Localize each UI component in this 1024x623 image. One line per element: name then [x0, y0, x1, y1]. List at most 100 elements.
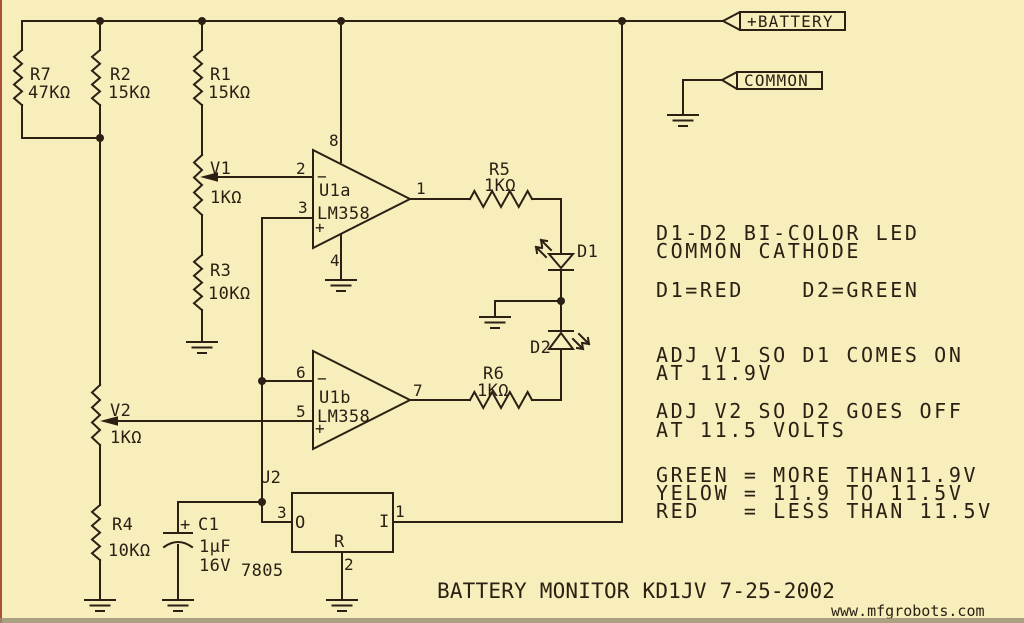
note-adj2-line2: AT 11.5 VOLTS	[656, 418, 846, 442]
scan-edge-bottom	[0, 618, 1024, 623]
note-led-type-1: D1-D2 BI-COLOR LED	[656, 221, 920, 245]
v1-value: 1KΩ	[210, 188, 242, 208]
u1b-labels: U1b LM358 − + 6 5 7	[296, 363, 423, 438]
r3-ref: R3	[210, 261, 231, 281]
u1b-noninv: +	[315, 419, 325, 438]
wires	[21, 20, 724, 601]
schematic-title: BATTERY MONITOR KD1JV 7-25-2002	[437, 579, 835, 603]
u1b-pin5: 5	[296, 402, 306, 421]
ground-common	[667, 114, 699, 127]
u1b-pin6: 6	[296, 363, 306, 382]
r6-ref: R6	[483, 364, 504, 384]
battery-tag-label: +BATTERY	[747, 12, 834, 31]
r4-value: 10KΩ	[108, 541, 151, 561]
u1a-ref: U1a	[319, 181, 351, 201]
battery-tag: +BATTERY	[720, 11, 846, 31]
common-tag-label: COMMON	[744, 71, 809, 90]
v1-ref: V1	[210, 159, 231, 179]
led-d1-arrows	[534, 238, 553, 259]
u2-part: 7805	[241, 561, 284, 581]
scan-edge-left	[0, 0, 2, 623]
v2-ref: V2	[110, 401, 131, 421]
wire-r5-d1	[531, 198, 562, 255]
v2-value: 1KΩ	[110, 428, 142, 448]
resistor-r4-symbol	[90, 503, 102, 562]
u1a-pin1: 1	[416, 179, 426, 198]
note-adj2-line1: ADJ V2 SO D2 GOES OFF	[656, 399, 963, 423]
regulator-u2-symbol	[291, 492, 394, 553]
c1-ref: C1	[198, 515, 219, 535]
common-tag: COMMON	[719, 71, 823, 90]
ground-r3	[186, 341, 218, 354]
note-led-type-2: COMMON CATHODE	[656, 239, 861, 263]
r1-ref: R1	[210, 65, 231, 85]
u2-ref: U2	[260, 468, 281, 488]
u1b-ref: U1b	[319, 388, 351, 408]
wire-r7-bottom	[21, 104, 101, 139]
u1a-pin4: 4	[330, 251, 340, 270]
u2-pin1: 1	[395, 502, 405, 521]
c1-polarity: +	[180, 515, 191, 535]
u2-labels: U2 7805 O I R 3 1 2	[241, 468, 405, 581]
r7-value: 47KΩ	[28, 83, 71, 103]
u1a-pin8: 8	[329, 131, 339, 150]
led-d2-arrows	[571, 332, 591, 351]
u2-pin2: 2	[344, 555, 354, 574]
note-legend-yellow: YELOW = 11.9 TO 11.5V	[656, 481, 963, 505]
u1a-pin2: 2	[296, 159, 306, 178]
resistor-r7-symbol	[12, 48, 24, 107]
resistor-r6-symbol	[468, 389, 534, 411]
u1a-pin3: 3	[298, 198, 308, 217]
led-d2-symbol	[547, 330, 591, 351]
r2-ref: R2	[110, 65, 131, 85]
junction-dots	[96, 17, 626, 506]
common-tag-outline	[719, 71, 823, 90]
ground-c1	[162, 599, 194, 612]
u1a-part: LM358	[317, 204, 370, 224]
watermark: www.mfgrobots.com	[831, 602, 985, 620]
note-legend-green: GREEN = MORE THAN11.9V	[656, 463, 978, 487]
ground-led-cathode	[479, 316, 511, 329]
opamp-u1a-symbol	[312, 148, 413, 250]
led-d1-symbol	[534, 238, 576, 271]
ground-u2	[326, 599, 358, 612]
capacitor-c1-symbol	[162, 532, 194, 549]
ground-u1a-pin4	[325, 279, 357, 292]
u1a-inv: −	[317, 167, 327, 186]
r4-ref: R4	[112, 515, 133, 535]
wire-d2-r6	[531, 348, 562, 401]
c1-value: 1µF	[199, 537, 231, 557]
r1-value: 15KΩ	[208, 83, 251, 103]
r7-ref: R7	[30, 65, 51, 85]
r6-value: 1KΩ	[477, 381, 509, 401]
u2-port-out: O	[295, 513, 306, 533]
r5-ref: R5	[489, 160, 510, 180]
ground-r4	[84, 599, 116, 612]
note-adj1-line2: AT 11.9V	[656, 361, 773, 385]
c1-rating: 16V	[199, 556, 231, 576]
u2-port-ref: R	[334, 532, 345, 552]
note-led-colors: D1=RED D2=GREEN	[656, 278, 920, 302]
resistor-r3-symbol	[192, 253, 204, 312]
r5-value: 1KΩ	[484, 176, 516, 196]
note-legend-red: RED = LESS THAN 11.5V	[656, 499, 993, 523]
v2-wiper-arrow	[100, 416, 118, 426]
wire-led-gnd	[494, 300, 562, 318]
u2-port-in: I	[379, 512, 390, 532]
pot-v1-symbol	[192, 153, 218, 217]
resistor-r2-symbol	[90, 48, 102, 107]
note-adj1-line1: ADJ V1 SO D1 COMES ON	[656, 343, 963, 367]
u2-pin3: 3	[277, 503, 287, 522]
d2-ref: D2	[530, 338, 551, 358]
u1b-part: LM358	[317, 407, 370, 427]
resistor-r5-symbol	[468, 188, 534, 210]
u1a-noninv: +	[315, 218, 325, 237]
u1b-inv: −	[317, 369, 327, 388]
pot-v2-symbol	[90, 383, 118, 447]
r2-value: 15KΩ	[108, 83, 151, 103]
u1b-pin7: 7	[413, 381, 423, 400]
component-labels: R7 47KΩ R2 15KΩ R1 15KΩ V1 1KΩ R3 10KΩ V…	[28, 65, 598, 576]
r3-value: 10KΩ	[208, 284, 251, 304]
